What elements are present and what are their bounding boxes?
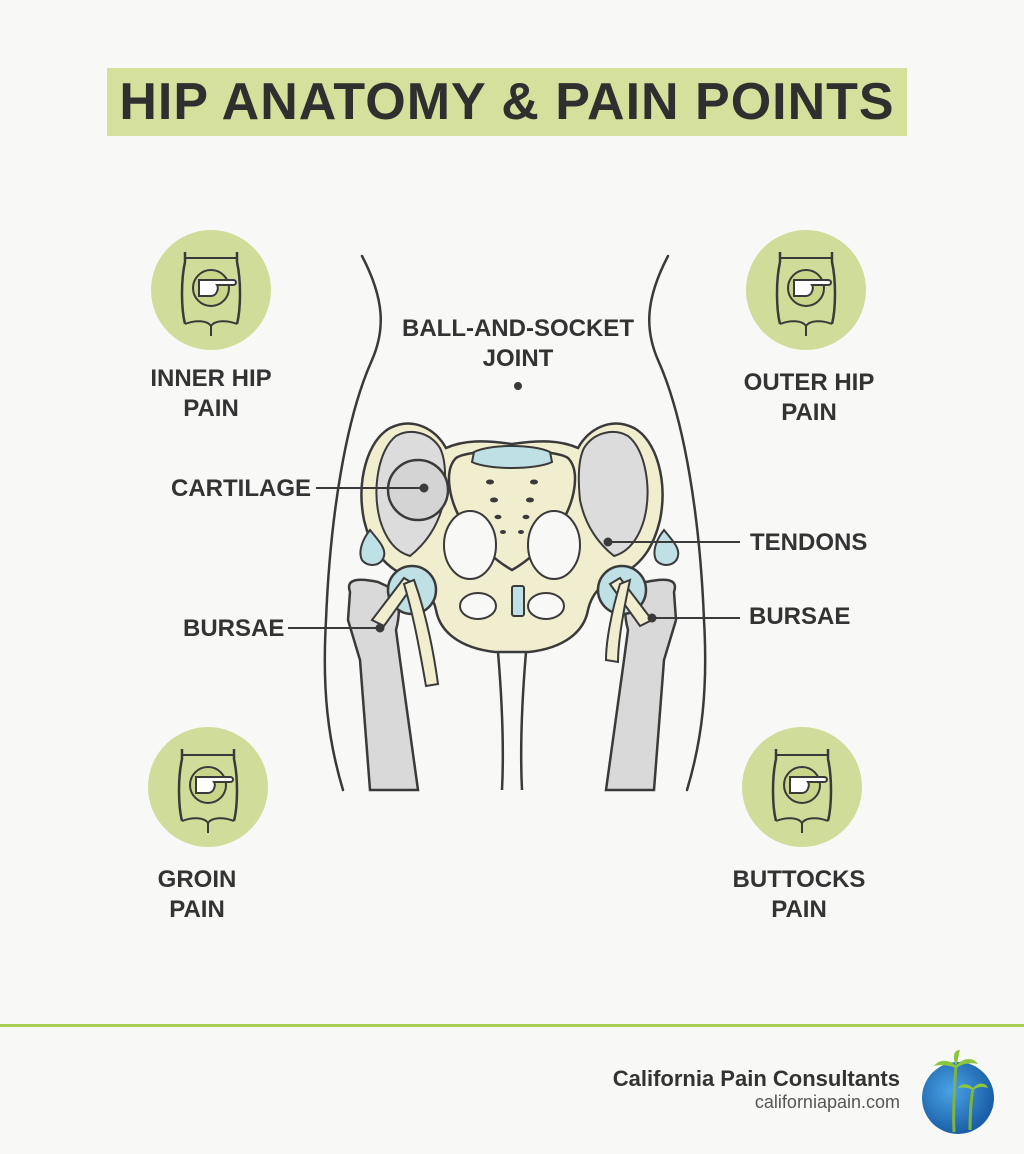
obturator-left <box>459 592 497 620</box>
ball-socket-dot <box>514 382 522 390</box>
right-iliac-wing <box>577 431 649 558</box>
left-bursa <box>359 528 386 566</box>
ball-socket-label-line2: JOINT <box>482 345 554 372</box>
groin-pain-icon <box>148 727 268 847</box>
obturator-right <box>527 592 565 620</box>
left-tendon-2 <box>402 578 440 688</box>
inner-leg-right <box>519 651 528 791</box>
buttocks-pain-label: BUTTOCKS PAIN <box>732 866 866 923</box>
inner-hip-pain-label: INNER HIP PAIN <box>150 365 272 422</box>
tendons-label: TENDONS <box>750 529 868 556</box>
ball-socket-label: BALL-AND-SOCKET JOINT <box>392 314 644 374</box>
body-outline-right <box>648 254 707 792</box>
body-outline-left <box>323 254 382 792</box>
hip-anatomy-diagram <box>288 254 740 792</box>
brand-url[interactable]: californiapain.com <box>754 1092 900 1112</box>
inner-hip-pain-icon <box>151 230 271 350</box>
title-banner: HIP ANATOMY & PAIN POINTS <box>107 68 907 136</box>
bursae-left-label: BURSAE <box>183 615 285 642</box>
right-tendon-2 <box>604 578 632 664</box>
sacral-foramina <box>486 479 538 534</box>
outer-hip-pain-label: OUTER HIP PAIN <box>743 369 875 426</box>
brand-name: California Pain Consultants <box>612 1066 900 1091</box>
cartilage-circle <box>386 458 450 522</box>
pelvic-inlet-left <box>443 510 497 580</box>
pelvic-inlet-right <box>527 510 581 580</box>
bursae-right-label: BURSAE <box>749 603 851 630</box>
right-bursa <box>653 528 680 566</box>
groin-pain-label: GROIN PAIN <box>157 866 237 923</box>
pubic-symphysis <box>511 585 525 617</box>
outer-hip-pain-icon <box>746 230 866 350</box>
page-title: HIP ANATOMY & PAIN POINTS <box>119 73 895 131</box>
footer-divider <box>0 1024 1024 1027</box>
cartilage-label: CARTILAGE <box>171 475 311 502</box>
ball-socket-label-line1: BALL-AND-SOCKET <box>402 315 634 342</box>
palm-tree-globe-icon <box>922 1050 994 1134</box>
buttocks-pain-icon <box>742 727 862 847</box>
inner-leg-left <box>496 651 505 791</box>
sacrum-cartilage <box>470 445 554 469</box>
